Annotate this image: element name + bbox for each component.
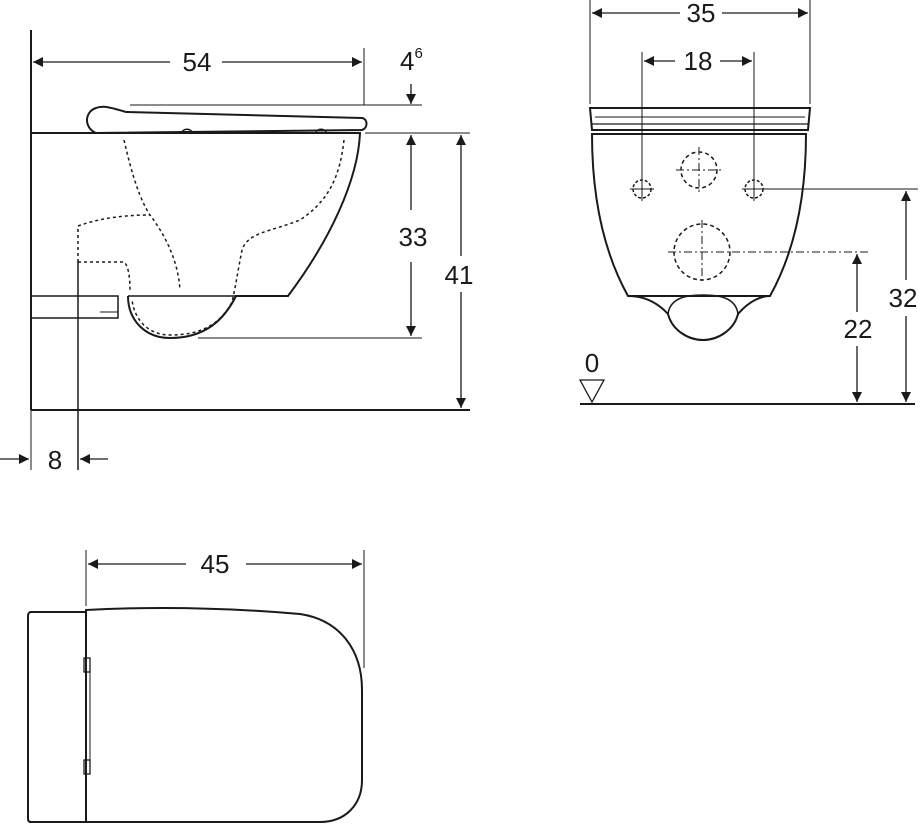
dim-wall-offset: 8: [48, 445, 62, 475]
dim-seat-thickness: 46: [400, 45, 423, 76]
rear-seat: [588, 107, 812, 131]
dim-total-height: 41: [445, 260, 474, 290]
mounting-block: [31, 295, 119, 319]
dim-bolt-spacing: 18: [684, 46, 713, 76]
dim-seat-length: 54: [183, 47, 212, 77]
side-view: 54 46 33 41 8: [0, 30, 473, 475]
bowl-body: [31, 132, 362, 340]
dim-inlet-height: 32: [889, 283, 918, 313]
dim-bowl-height: 33: [399, 222, 428, 252]
top-bowl: [85, 606, 363, 823]
floor-reference-icon: [578, 379, 606, 404]
dim-width: 35: [687, 0, 716, 28]
seat: [86, 105, 368, 134]
dim-outlet-height: 22: [844, 314, 873, 344]
floor-level-label: 0: [585, 348, 599, 378]
rear-view: 35 18 0 22 32: [578, 0, 918, 405]
dim-top-length: 45: [201, 549, 230, 579]
top-view: 45: [27, 549, 365, 823]
top-wall-plate: [27, 611, 87, 823]
